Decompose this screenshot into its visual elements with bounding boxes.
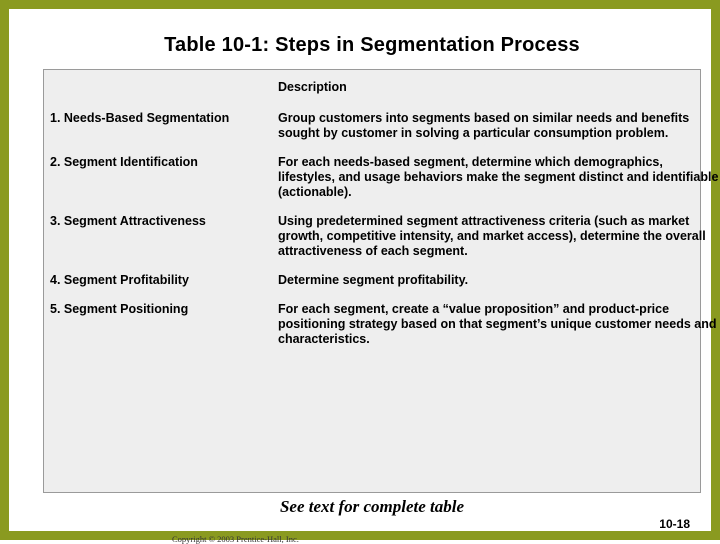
table-cell-description: For each segment, create a “value propos… (278, 302, 717, 346)
segmentation-table-container: Description 1. Needs-Based Segmentation … (43, 69, 718, 493)
table-header-step (44, 70, 272, 105)
table-row: 1. Needs-Based Segmentation Group custom… (44, 105, 720, 149)
table-cell-description: Using predetermined segment attractivene… (278, 214, 706, 258)
segmentation-table: Description 1. Needs-Based Segmentation … (44, 70, 720, 355)
table-caption: See text for complete table (279, 497, 465, 516)
table-header-description: Description (278, 80, 347, 94)
table-cell-step: 1. Needs-Based Segmentation (50, 111, 230, 125)
table-cell-description: Determine segment profitability. (278, 273, 469, 287)
table-row: 5. Segment Positioning For each segment,… (44, 296, 720, 355)
table-row: 3. Segment Attractiveness Using predeter… (44, 208, 720, 267)
table-cell-step: 4. Segment Profitability (50, 273, 189, 287)
table-cell-description: Group customers into segments based on s… (278, 111, 690, 140)
slide-inner-border: Table 10-1: Steps in Segmentation Proces… (9, 9, 718, 544)
table-cell-step: 5. Segment Positioning (50, 302, 189, 316)
table-cell-description: For each needs-based segment, determine … (278, 155, 719, 199)
page-title: Table 10-1: Steps in Segmentation Proces… (164, 34, 580, 56)
table-header-row: Description (44, 70, 720, 105)
table-cell-step: 3. Segment Attractiveness (50, 214, 206, 228)
table-row: 4. Segment Profitability Determine segme… (44, 267, 720, 296)
table-row: 2. Segment Identification For each needs… (44, 149, 720, 208)
copyright-notice: Copyright © 2003 Prentice-Hall, Inc. (172, 534, 299, 544)
table-cell-step: 2. Segment Identification (50, 155, 198, 169)
page-number: 10-18 (659, 517, 690, 531)
